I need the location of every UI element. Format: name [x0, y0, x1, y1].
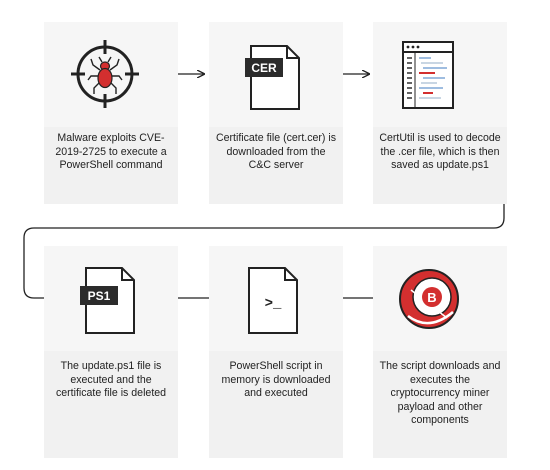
step-certificate: CER Certificate file (cert.cer) is downl…	[209, 22, 343, 204]
step-miner: B The script downloads and executes the …	[373, 246, 507, 458]
step-certificate-text: Certificate file (cert.cer) is downloade…	[215, 132, 337, 172]
step-certutil-text: CertUtil is used to decode the .cer file…	[379, 132, 501, 172]
step-certutil: CertUtil is used to decode the .cer file…	[373, 22, 507, 204]
step-ps1-text: The update.ps1 file is executed and the …	[55, 360, 167, 400]
step-powershell-text: PowerShell script in memory is downloade…	[221, 360, 331, 400]
step-exploit-text: Malware exploits CVE-2019-2725 to execut…	[55, 132, 167, 172]
powershell-prompt-file-icon: >_	[248, 267, 298, 334]
ps1-badge-text: PS1	[88, 289, 111, 303]
step-powershell: >_ PowerShell script in memory is downlo…	[209, 246, 343, 458]
bug-in-crosshair-icon	[71, 40, 139, 108]
step-certutil-icon-area	[373, 22, 507, 127]
step-ps1-icon-area: PS1	[44, 246, 178, 351]
step-exploit-icon-area	[44, 22, 178, 127]
bitcoin-coin-icon: B	[399, 269, 459, 329]
code-window-icon	[402, 41, 454, 109]
step-miner-icon-area: B	[373, 246, 507, 351]
step-ps1: PS1 The update.ps1 file is executed and …	[44, 246, 178, 458]
coin-letter: B	[427, 290, 436, 305]
cer-file-icon: CER	[245, 45, 300, 110]
step-exploit: Malware exploits CVE-2019-2725 to execut…	[44, 22, 178, 204]
prompt-text: >_	[265, 296, 282, 312]
ps1-file-icon: PS1	[80, 267, 135, 334]
step-miner-text: The script downloads and executes the cr…	[379, 360, 501, 427]
cer-badge-text: CER	[251, 61, 277, 75]
step-powershell-icon-area: >_	[209, 246, 343, 351]
step-certificate-icon-area: CER	[209, 22, 343, 127]
